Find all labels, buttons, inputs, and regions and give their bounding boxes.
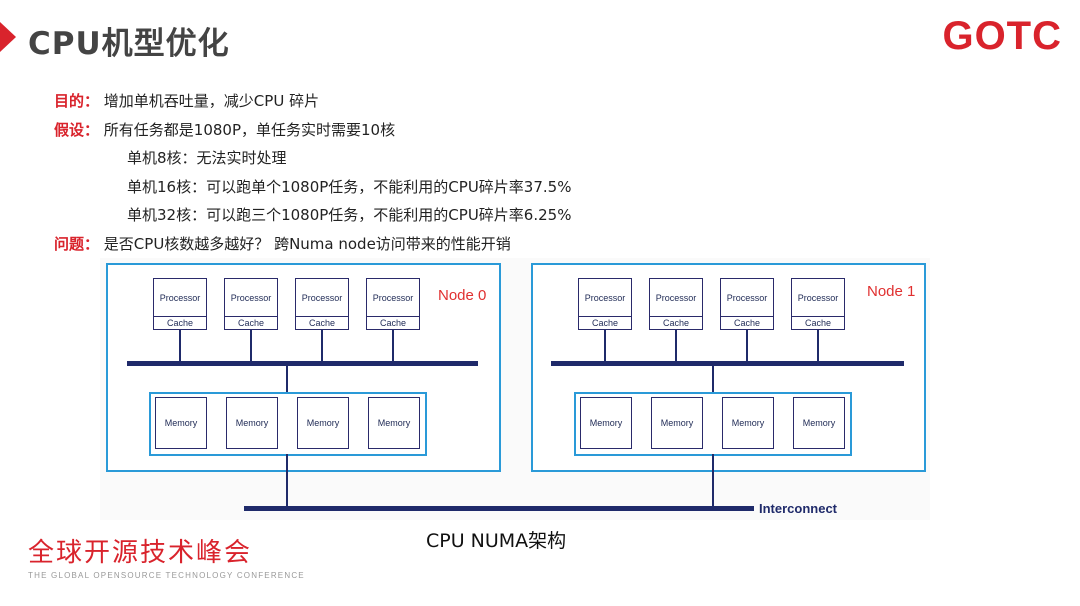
node-0-processor: Processor Cache <box>295 278 349 330</box>
node-0-label: Node 0 <box>438 287 487 304</box>
node-1-processor: Processor Cache <box>578 278 632 330</box>
cache-label: Cache <box>662 318 689 328</box>
node-1-processor: Processor Cache <box>791 278 845 330</box>
processor-label: Processor <box>154 279 206 317</box>
interconnect-label: Interconnect <box>759 501 838 516</box>
interconnect-bus <box>244 506 754 511</box>
diagram-caption: CPU NUMA架构 <box>426 530 567 552</box>
slide-title: CPU机型优化 <box>28 26 230 62</box>
conference-name-en: THE GLOBAL OPENSOURCE TECHNOLOGY CONFERE… <box>28 571 305 580</box>
case-32-cores: 单机32核：可以跑三个1080P任务，不能利用的CPU碎片率6.25% <box>127 206 572 224</box>
goal-text: 增加单机吞吐量，减少CPU 碎片 <box>103 92 320 110</box>
processor-label: Processor <box>367 279 419 317</box>
question-line: 问题： 是否CPU核数越多越好？ 跨Numa node访问带来的性能开销 <box>54 233 511 254</box>
node-0-memory: Memory <box>368 397 420 449</box>
node-1-processor: Processor Cache <box>649 278 703 330</box>
node-0-processor: Processor Cache <box>153 278 207 330</box>
processor-connector <box>817 330 819 363</box>
question-key: 问题： <box>54 235 100 253</box>
node-0-interconnect-link <box>286 454 288 508</box>
processor-label: Processor <box>296 279 348 317</box>
node-0-memory: Memory <box>155 397 207 449</box>
node-1-interconnect-link <box>712 454 714 508</box>
assumption-key: 假设： <box>54 121 100 139</box>
assumption-line: 假设： 所有任务都是1080P，单任务实时需要10核 <box>54 119 395 140</box>
cache-label: Cache <box>166 318 193 328</box>
node-1-label: Node 1 <box>867 283 916 300</box>
assumption-text: 所有任务都是1080P，单任务实时需要10核 <box>103 121 396 139</box>
cache-label: Cache <box>237 318 264 328</box>
processor-label: Processor <box>792 279 844 317</box>
cache-label: Cache <box>804 318 831 328</box>
processor-connector <box>179 330 181 363</box>
bus-to-memory-connector <box>712 366 714 393</box>
case-8-cores: 单机8核：无法实时处理 <box>127 149 287 167</box>
cache-label: Cache <box>733 318 760 328</box>
node-1-processor: Processor Cache <box>720 278 774 330</box>
goal-line: 目的： 增加单机吞吐量，减少CPU 碎片 <box>54 90 319 111</box>
node-1-memory: Memory <box>580 397 632 449</box>
bus-to-memory-connector <box>286 366 288 393</box>
processor-label: Processor <box>579 279 631 317</box>
processor-label: Processor <box>721 279 773 317</box>
processor-connector <box>250 330 252 363</box>
node-0-memory: Memory <box>297 397 349 449</box>
cache-label: Cache <box>308 318 335 328</box>
title-accent-triangle <box>0 22 16 52</box>
node-1-memory: Memory <box>651 397 703 449</box>
node-1-memory: Memory <box>722 397 774 449</box>
node-0-system-bus <box>127 361 478 366</box>
processor-connector <box>392 330 394 363</box>
processor-connector <box>746 330 748 363</box>
node-0-processor: Processor Cache <box>224 278 278 330</box>
node-1-system-bus <box>551 361 904 366</box>
processor-connector <box>675 330 677 363</box>
node-0-memory: Memory <box>226 397 278 449</box>
cache-label: Cache <box>379 318 406 328</box>
processor-label: Processor <box>225 279 277 317</box>
cache-label: Cache <box>591 318 618 328</box>
case-16-cores: 单机16核：可以跑单个1080P任务，不能利用的CPU碎片率37.5% <box>127 178 572 196</box>
conference-name-cn: 全球开源技术峰会 <box>28 538 253 568</box>
processor-connector <box>321 330 323 363</box>
gotc-logo: GOTC <box>942 14 1062 58</box>
question-text: 是否CPU核数越多越好？ 跨Numa node访问带来的性能开销 <box>103 235 511 253</box>
node-0-processor: Processor Cache <box>366 278 420 330</box>
node-1-memory: Memory <box>793 397 845 449</box>
processor-connector <box>604 330 606 363</box>
processor-label: Processor <box>650 279 702 317</box>
goal-key: 目的： <box>54 92 100 110</box>
